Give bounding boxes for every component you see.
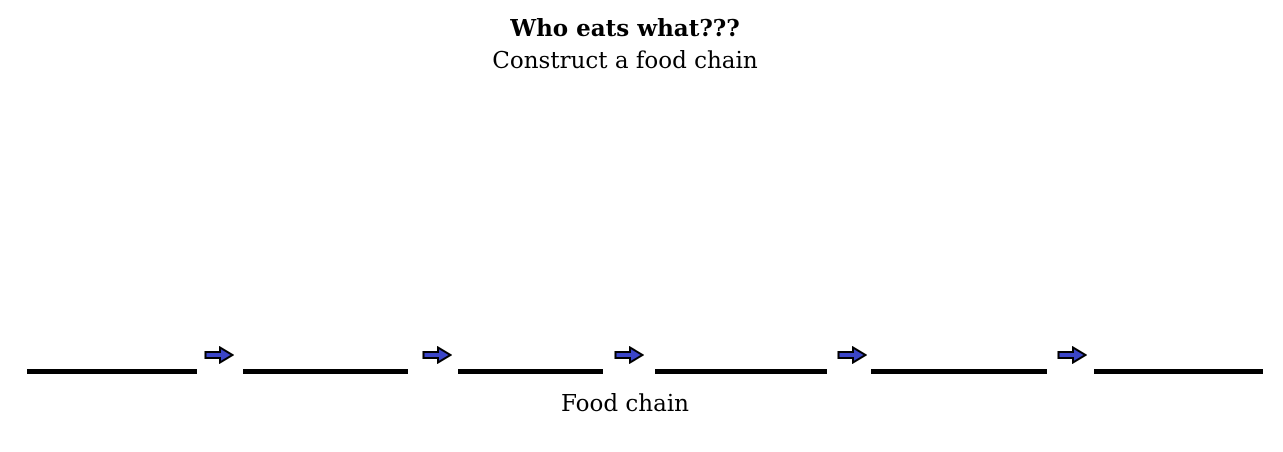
answer-blank-5[interactable] — [871, 369, 1047, 374]
answer-blank-1[interactable] — [27, 369, 197, 374]
arrow-right-icon — [614, 346, 644, 364]
page-subtitle: Construct a food chain — [492, 48, 758, 74]
answer-blank-4[interactable] — [655, 369, 827, 374]
arrow-right-icon — [837, 346, 867, 364]
answer-blank-2[interactable] — [243, 369, 408, 374]
page-title: Who eats what??? — [510, 15, 740, 42]
arrow-right-icon — [422, 346, 452, 364]
food-chain-caption: Food chain — [560, 391, 689, 417]
arrow-right-icon — [204, 346, 234, 364]
answer-blank-6[interactable] — [1094, 369, 1263, 374]
answer-blank-3[interactable] — [458, 369, 603, 374]
arrow-right-icon — [1057, 346, 1087, 364]
page-header: Who eats what??? Construct a food chain — [0, 13, 1250, 77]
